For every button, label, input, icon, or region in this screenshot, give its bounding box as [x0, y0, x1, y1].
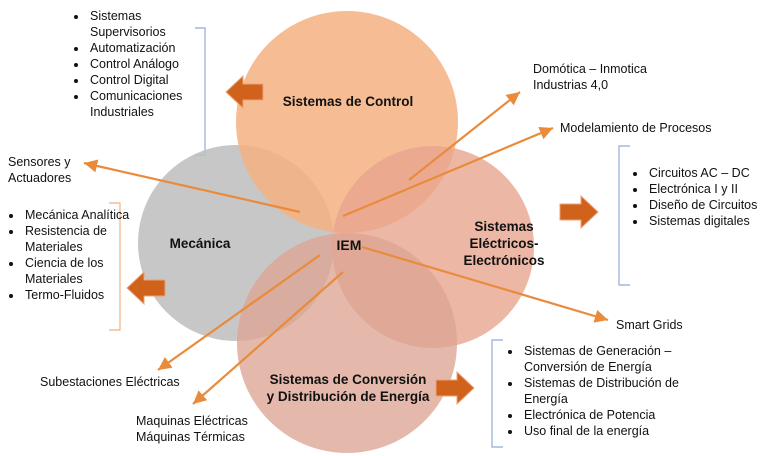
- list-item: Control Análogo: [88, 56, 216, 72]
- label-sensores: Sensores y Actuadores: [8, 154, 71, 186]
- list-item: Control Digital: [88, 72, 216, 88]
- list-item: Mecánica Analítica: [23, 207, 133, 223]
- list-conversion: Sistemas de Generación – Conversión de E…: [506, 343, 722, 439]
- title-electricos-line-1: Sistemas: [474, 219, 534, 234]
- arrow-to-maquinas: [192, 271, 344, 405]
- label-modelamiento: Modelamiento de Procesos: [560, 121, 712, 135]
- electricos-list-bracket: [618, 145, 630, 286]
- block-arrow-control: [225, 74, 264, 110]
- arrow-to-sensores: [83, 159, 301, 214]
- list-control: Sistemas Supervisorios Automatización Co…: [72, 8, 216, 120]
- list-item: Sistemas de Distribución de Energía: [522, 375, 722, 407]
- list-item: Uso final de la energía: [522, 423, 722, 439]
- title-electricos-line-3: Electrónicos: [463, 253, 545, 268]
- title-electricos: Sistemas Eléctricos- Electrónicos: [452, 218, 556, 269]
- title-sistemas-control: Sistemas de Control: [282, 94, 414, 109]
- mecanica-list-bracket: [109, 202, 121, 331]
- block-arrow-mecanica: [126, 270, 166, 306]
- arrow-to-domotica: [408, 91, 521, 181]
- label-domotica: Domótica – Inmotica Industrias 4,0: [533, 61, 647, 93]
- list-item: Circuitos AC – DC: [647, 165, 767, 181]
- label-subestaciones: Subestaciones Eléctricas: [40, 375, 180, 389]
- label-sensores-line-2: Actuadores: [8, 171, 72, 185]
- arrow-to-smart-grids: [361, 245, 609, 323]
- label-maquinas-line-2: Máquinas Térmicas: [136, 430, 245, 444]
- label-sensores-line-1: Sensores y: [8, 155, 71, 169]
- label-domotica-line-1: Domótica – Inmotica: [533, 62, 647, 76]
- list-item: Sistemas digitales: [647, 213, 767, 229]
- block-arrow-electricos: [559, 194, 599, 230]
- list-item: Automatización: [88, 40, 216, 56]
- list-item: Electrónica I y II: [647, 181, 767, 197]
- list-item: Sistemas de Generación – Conversión de E…: [522, 343, 722, 375]
- label-domotica-line-2: Industrias 4,0: [533, 78, 609, 92]
- conversion-list-bracket: [491, 339, 503, 448]
- list-item: Resistencia de Materiales: [23, 223, 133, 255]
- list-item: Comunicaciones Industriales: [88, 88, 216, 120]
- list-item: Diseño de Circuitos: [647, 197, 767, 213]
- center-label: IEM: [336, 237, 362, 253]
- label-smart-grids: Smart Grids: [616, 318, 683, 332]
- list-electricos: Circuitos AC – DC Electrónica I y II Dis…: [631, 165, 767, 229]
- label-maquinas: Maquinas Eléctricas Máquinas Térmicas: [136, 413, 248, 445]
- arrow-to-modelamiento: [342, 126, 554, 218]
- title-conversion-line-2: y Distribución de Energía: [266, 389, 430, 404]
- list-item: Sistemas Supervisorios: [88, 8, 216, 40]
- title-conversion: Sistemas de Conversión y Distribución de…: [250, 371, 446, 405]
- title-electricos-line-2: Eléctricos-: [469, 236, 539, 251]
- arrow-to-subestaciones: [157, 254, 321, 371]
- block-arrow-conversion: [435, 370, 475, 406]
- list-mecanica: Mecánica Analítica Resistencia de Materi…: [7, 207, 133, 303]
- list-item: Ciencia de los Materiales: [23, 255, 133, 287]
- label-maquinas-line-1: Maquinas Eléctricas: [136, 414, 248, 428]
- circle-conversion: [237, 233, 457, 453]
- list-item: Electrónica de Potencia: [522, 407, 722, 423]
- title-mecanica: Mecánica: [169, 236, 231, 251]
- title-conversion-line-1: Sistemas de Conversión: [269, 372, 427, 387]
- list-item: Termo-Fluidos: [23, 287, 133, 303]
